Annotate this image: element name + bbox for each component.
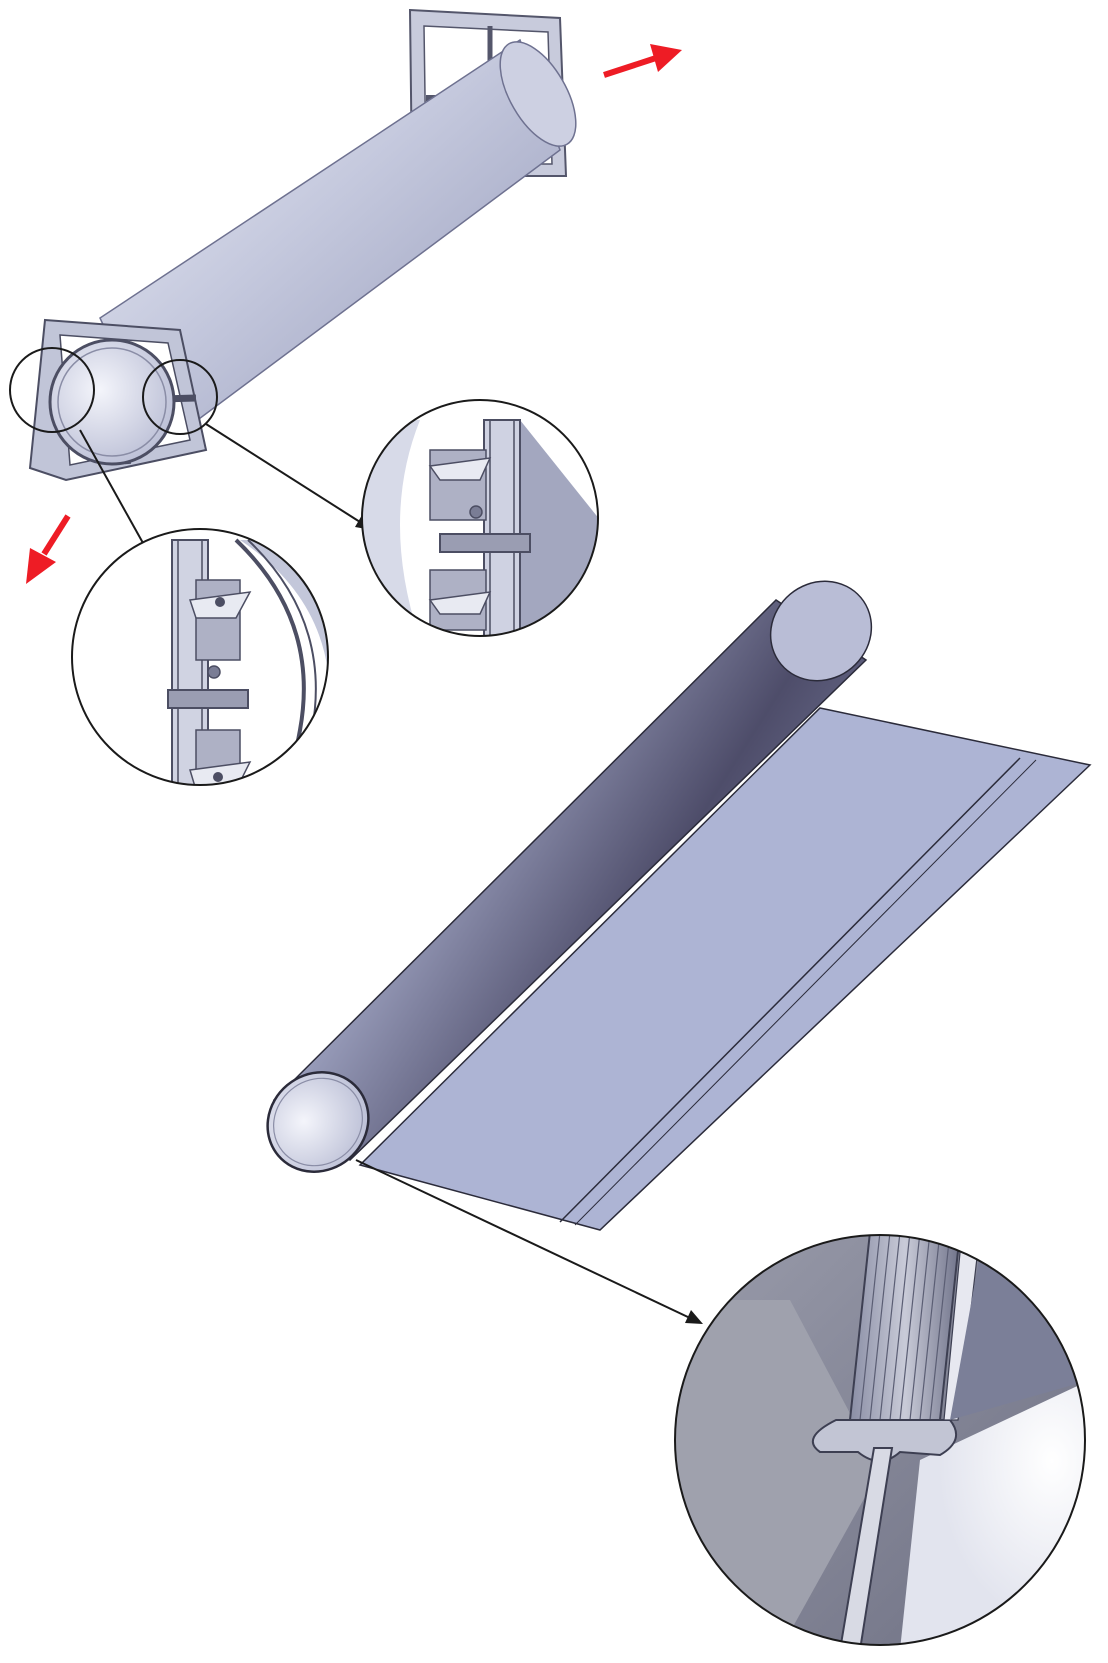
leader-line-detail-seam [355,1159,703,1324]
callout-circle-left [9,347,95,433]
flat-sheet [358,707,1092,1231]
detail-view-right-clip [361,399,599,637]
detail-view-left-clip [71,528,329,786]
leader-line-detail-right [205,423,372,530]
near-end-frame [28,318,208,482]
rolled-sheet-assembly [266,580,1092,1231]
seam-profile [848,1235,962,1421]
roll-open-end [266,1071,370,1173]
seam-rod [838,1447,894,1645]
detail-view-left [71,528,329,786]
detail-view-seam-clip [674,1234,1086,1646]
direction-arrow-up-right [603,44,682,78]
detail-view-seam [674,1234,1086,1646]
direction-arrow-down-left [26,514,71,584]
detail-view-right [361,399,599,637]
callout-circle-right [142,359,218,435]
